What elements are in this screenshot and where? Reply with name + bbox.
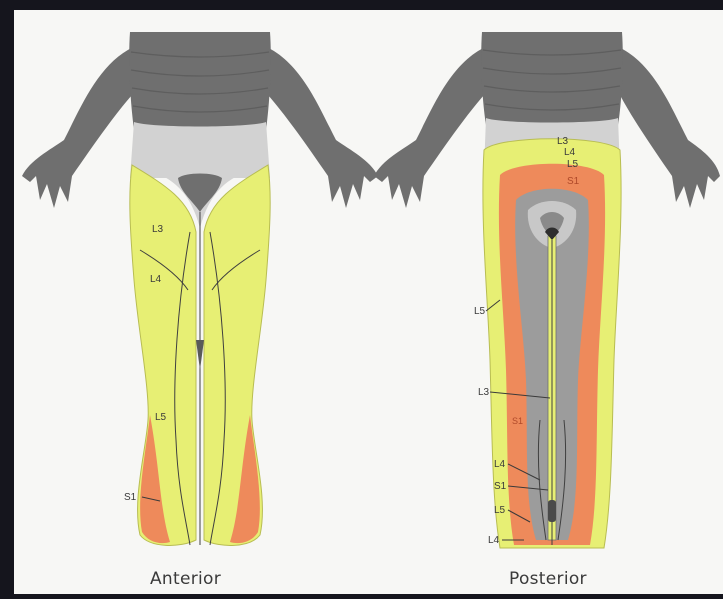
anterior-label-l3: L3 <box>152 224 164 235</box>
posterior-caption: Posterior <box>509 569 587 589</box>
posterior-label-top-l3: L3 <box>557 136 569 147</box>
posterior-label-mid-l3: L3 <box>478 387 490 398</box>
posterior-label-low-l5: L5 <box>494 505 506 516</box>
posterior-label-top-s1: S1 <box>567 176 580 187</box>
posterior-torso <box>481 32 623 125</box>
posterior-label-side-l5: L5 <box>474 306 486 317</box>
posterior-label-mid-s1: S1 <box>512 416 523 426</box>
posterior-ankle-marker <box>548 500 556 522</box>
anterior-torso <box>129 32 271 130</box>
anterior-label-l5: L5 <box>155 412 167 423</box>
posterior-label-low-l4: L4 <box>494 459 506 470</box>
anterior-label-l4: L4 <box>150 274 162 285</box>
posterior-label-top-l4: L4 <box>564 147 576 158</box>
anterior-label-s1: S1 <box>124 492 137 503</box>
posterior-label-low-s1: S1 <box>494 481 507 492</box>
posterior-label-foot-l4: L4 <box>488 535 500 546</box>
posterior-label-top-l5: L5 <box>567 159 579 170</box>
anterior-caption: Anterior <box>150 569 221 589</box>
